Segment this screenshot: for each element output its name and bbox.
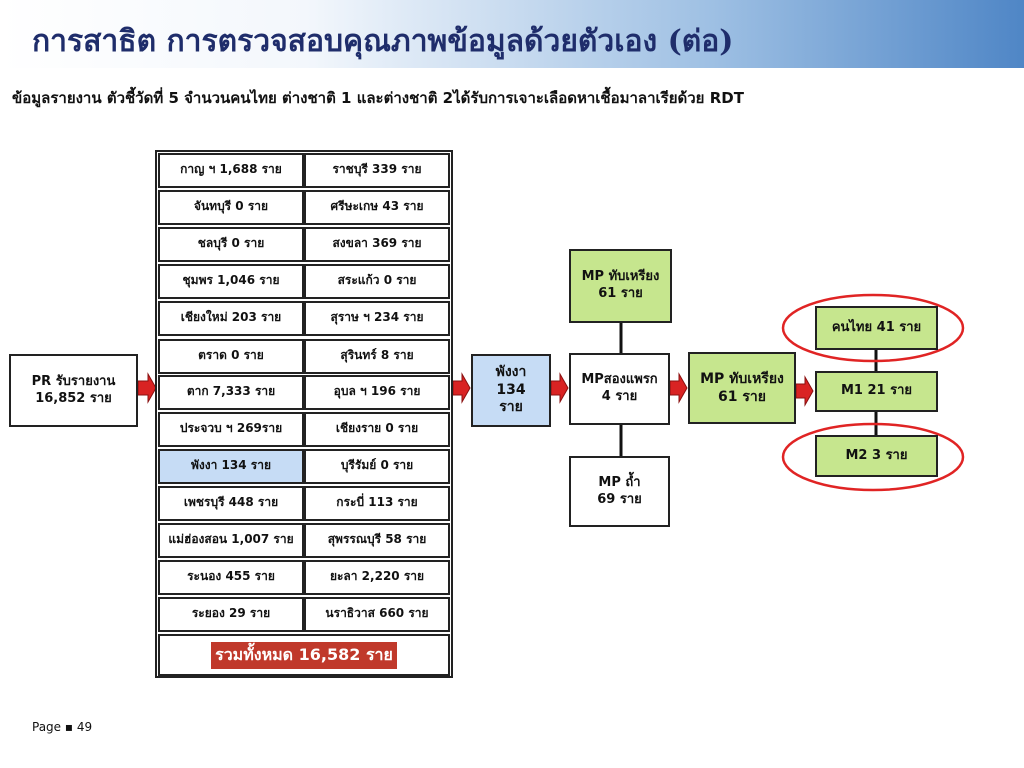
province-cell-right: นราธิวาส 660 ราย <box>304 597 450 632</box>
province-cell-left: พังงา 134 ราย <box>158 449 304 484</box>
province-cell-left: ตราด 0 ราย <box>158 339 304 374</box>
province-table <box>155 150 453 678</box>
province-cell-right: บุรีรัมย์ 0 ราย <box>304 449 450 484</box>
province-cell-right: ยะลา 2,220 ราย <box>304 560 450 595</box>
mp-songpraek-line1: MPสองแพรก <box>581 372 658 388</box>
province-cell-left: จันทบุรี 0 ราย <box>158 190 304 225</box>
m2-count-label: M2 3 ราย <box>845 447 908 463</box>
total-box: รวมทั้งหมด 16,582 ราย <box>158 634 450 676</box>
page-title: การสาธิต การตรวจสอบคุณภาพข้อมูลด้วยตัวเอ… <box>32 24 734 59</box>
province-cell-right: สุพรรณบุรี 58 ราย <box>304 523 450 558</box>
page-subtitle: ข้อมูลรายงาน ตัวชี้วัดที่ 5 จำนวนคนไทย ต… <box>12 89 744 107</box>
page-number: Page ▪ 49 <box>32 720 93 734</box>
province-cell-right: สุรินทร์ 8 ราย <box>304 339 450 374</box>
province-cell-right: ศรีษะเกษ 43 ราย <box>304 190 450 225</box>
mp-tubrieng-top-line2: 61 ราย <box>598 286 643 301</box>
province-cell-right: สระแก้ว 0 ราย <box>304 264 450 299</box>
province-cell-left: เชียงใหม่ 203 ราย <box>158 301 304 336</box>
total-label: รวมทั้งหมด 16,582 ราย <box>211 642 397 669</box>
thai-count-box: คนไทย 41 ราย <box>815 306 938 350</box>
ellipse-thai <box>781 293 965 363</box>
province-cell-right: อุบล ฯ 196 ราย <box>304 375 450 410</box>
province-cell-right: เชียงราย 0 ราย <box>304 412 450 447</box>
mp-tubrieng-mid-line2: 61 ราย <box>718 389 766 405</box>
province-cell-left: ระนอง 455 ราย <box>158 560 304 595</box>
phangnga-line2: 134 <box>496 381 526 398</box>
province-cell-left: ชลบุรี 0 ราย <box>158 227 304 262</box>
pr-line2: 16,852 ราย <box>35 390 112 406</box>
arrow-tubrieng-to-m1 <box>795 375 814 407</box>
arrow-table-to-phangnga <box>452 372 471 404</box>
thai-count-label: คนไทย 41 ราย <box>831 319 922 335</box>
province-cell-right: ราชบุรี 339 ราย <box>304 153 450 188</box>
mp-tubrieng-mid-box: MP ทับเหรียง 61 ราย <box>688 352 796 424</box>
arrow-phangnga-to-songpraek <box>550 372 569 404</box>
province-cell-left: ระยอง 29 ราย <box>158 597 304 632</box>
province-cell-left: เพชรบุรี 448 ราย <box>158 486 304 521</box>
mp-tham-line1: MP ถ้ำ <box>598 474 641 490</box>
province-cell-left: ชุมพร 1,046 ราย <box>158 264 304 299</box>
arrow-songpraek-to-tubrieng <box>669 372 688 404</box>
province-cell-left: ตาก 7,333 ราย <box>158 375 304 410</box>
mp-tham-line2: 69 ราย <box>597 491 642 507</box>
mp-tubrieng-top-line1: MP ทับเหรียง <box>581 269 660 285</box>
province-cell-left: กาญ ฯ 1,688 ราย <box>158 153 304 188</box>
ellipse-m2 <box>781 422 965 492</box>
phangnga-line1: พังงา <box>495 364 527 381</box>
header-bar <box>0 0 1024 68</box>
m2-count-box: M2 3 ราย <box>815 435 938 477</box>
province-cell-right: สงขลา 369 ราย <box>304 227 450 262</box>
mp-songpraek-line2: 4 ราย <box>601 389 638 404</box>
province-cell-right: สุราษ ฯ 234 ราย <box>304 301 450 336</box>
province-cell-left: ประจวบ ฯ 269ราย <box>158 412 304 447</box>
phangnga-line3: ราย <box>499 399 523 416</box>
pr-line1: PR รับรายงาน <box>31 373 116 389</box>
province-cell-right: กระบี่ 113 ราย <box>304 486 450 521</box>
province-cell-left: แม่ฮ่องสอน 1,007 ราย <box>158 523 304 558</box>
m1-count-box: M1 21 ราย <box>815 371 938 412</box>
mp-tubrieng-mid-line1: MP ทับเหรียง <box>700 370 784 387</box>
m1-count-label: M1 21 ราย <box>840 383 913 399</box>
arrow-pr-to-table <box>137 372 157 404</box>
